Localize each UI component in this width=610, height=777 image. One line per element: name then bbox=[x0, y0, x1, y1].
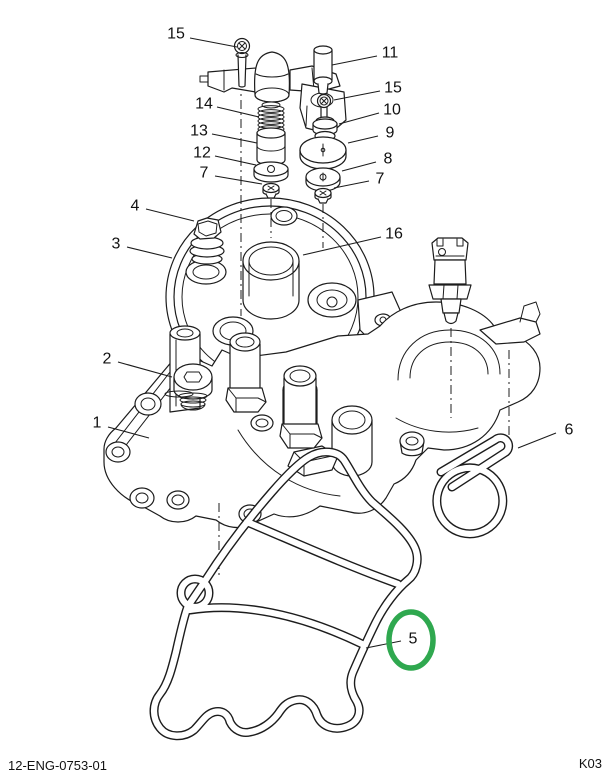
leader-line-2 bbox=[117, 361, 173, 378]
leader-line-13 bbox=[211, 133, 258, 144]
figure-number: 12-ENG-0753-01 bbox=[8, 758, 107, 773]
left-parts-column bbox=[253, 101, 289, 199]
leader-line-12 bbox=[214, 155, 257, 166]
leader-line-11 bbox=[331, 55, 378, 66]
sensor-connector bbox=[431, 237, 469, 261]
leader-line-15 bbox=[189, 37, 238, 48]
hex-plug-part4 bbox=[185, 217, 227, 285]
callout-number-11: 11 bbox=[382, 45, 399, 62]
callout-number-2: 2 bbox=[103, 351, 112, 368]
callout-number-12: 12 bbox=[193, 145, 211, 162]
callout-number-5: 5 bbox=[409, 631, 418, 648]
callout-number-10: 10 bbox=[383, 102, 401, 119]
callout-number-4: 4 bbox=[131, 198, 140, 215]
callout-number-15: 15 bbox=[384, 80, 402, 97]
leader-line-7 bbox=[214, 175, 263, 185]
callout-number-8: 8 bbox=[384, 151, 393, 168]
dowel-pin-part11 bbox=[313, 45, 333, 95]
leader-line-14 bbox=[216, 106, 260, 118]
callout-number-6: 6 bbox=[565, 422, 574, 439]
callout-number-15: 15 bbox=[167, 26, 185, 43]
leader-line-9 bbox=[347, 135, 379, 144]
gasket-part6 bbox=[432, 433, 514, 539]
center-sleeve-bore bbox=[242, 241, 300, 320]
spring-part14 bbox=[257, 101, 285, 133]
sensor-tip bbox=[443, 312, 459, 325]
leader-line-5 bbox=[365, 640, 402, 649]
leader-line-3 bbox=[126, 246, 173, 259]
leader-line-4 bbox=[145, 208, 195, 222]
sensor-hex-flange bbox=[428, 284, 472, 300]
leader-line-1 bbox=[107, 426, 150, 439]
callout-leader-lines bbox=[107, 37, 557, 649]
threaded-plug-part2 bbox=[164, 363, 213, 411]
leader-line-10 bbox=[338, 112, 380, 125]
leader-line-16 bbox=[302, 236, 382, 256]
sensor bbox=[428, 237, 472, 325]
disc-part8 bbox=[305, 167, 341, 192]
washer-stack-part10 bbox=[312, 116, 338, 142]
sensor-body bbox=[433, 259, 467, 285]
callout-number-9: 9 bbox=[386, 125, 395, 142]
gasket-part5 bbox=[149, 447, 422, 741]
main-housing bbox=[103, 301, 541, 529]
callout-number-7: 7 bbox=[376, 171, 385, 188]
leader-line-15 bbox=[333, 90, 381, 101]
upper-round-housing bbox=[165, 197, 401, 397]
screw-part7-right bbox=[314, 187, 332, 204]
stud-bosses bbox=[164, 325, 323, 449]
callout-number-1: 1 bbox=[93, 415, 102, 432]
leader-line-8 bbox=[341, 161, 377, 172]
right-parts-column bbox=[299, 136, 347, 204]
callout-number-3: 3 bbox=[112, 236, 121, 253]
callout-number-13: 13 bbox=[190, 123, 208, 140]
screw-part7-left bbox=[262, 182, 280, 199]
disc-part9 bbox=[299, 136, 347, 170]
callout-number-7: 7 bbox=[200, 165, 209, 182]
highlight-circle-part5 bbox=[386, 609, 436, 671]
leader-line-7 bbox=[333, 180, 370, 189]
page-code: K03 bbox=[578, 756, 602, 771]
callout-number-14: 14 bbox=[195, 96, 213, 113]
leader-line-6 bbox=[517, 432, 557, 449]
disc-part12 bbox=[253, 161, 289, 183]
rocker-bracket-assembly bbox=[199, 37, 347, 142]
callout-number-16: 16 bbox=[385, 226, 403, 243]
plunger-part13 bbox=[256, 127, 286, 166]
highlight-ring-layer bbox=[386, 609, 436, 671]
